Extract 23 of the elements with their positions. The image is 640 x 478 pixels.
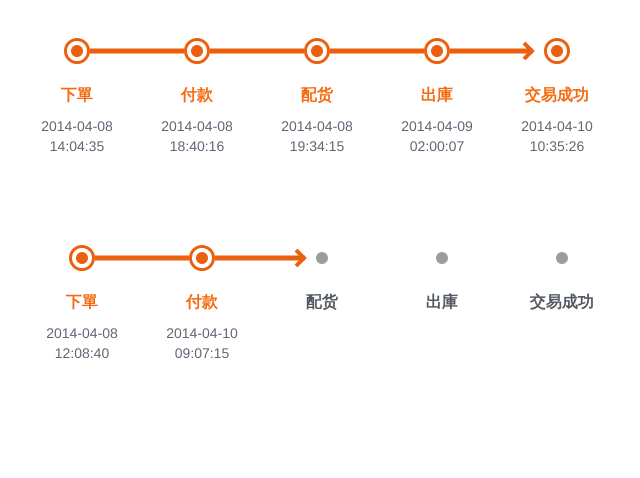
timestamp: 2014-04-08 18:40:16: [160, 117, 234, 156]
arrow: [215, 248, 306, 268]
step-label: 配货: [306, 293, 338, 313]
step-label: 交易成功: [530, 293, 594, 313]
timestamp: 2014-04-08 12:08:40: [45, 324, 119, 363]
timestamp: 2014-04-08 19:34:15: [280, 117, 354, 156]
arrow: [450, 41, 534, 61]
timestamp: 2014-04-10 09:07:15: [165, 324, 239, 363]
step-label: 下單: [66, 293, 98, 313]
connector-line: [330, 48, 424, 54]
step-label: 付款: [181, 86, 213, 106]
step-label: 交易成功: [525, 86, 589, 106]
step-label: 下單: [61, 86, 93, 106]
timestamp: 2014-04-09 02:00:07: [400, 117, 474, 156]
connector-line: [90, 48, 184, 54]
timestamp: 2014-04-10 10:35:26: [520, 117, 594, 156]
step-label: 付款: [186, 293, 218, 313]
step-label: 出庫: [421, 86, 453, 106]
step-label: 配货: [301, 86, 333, 106]
timestamp: 2014-04-08 14:04:35: [40, 117, 114, 156]
connector-line: [210, 48, 304, 54]
connector-line: [95, 256, 189, 260]
step-label: 出庫: [426, 293, 458, 313]
